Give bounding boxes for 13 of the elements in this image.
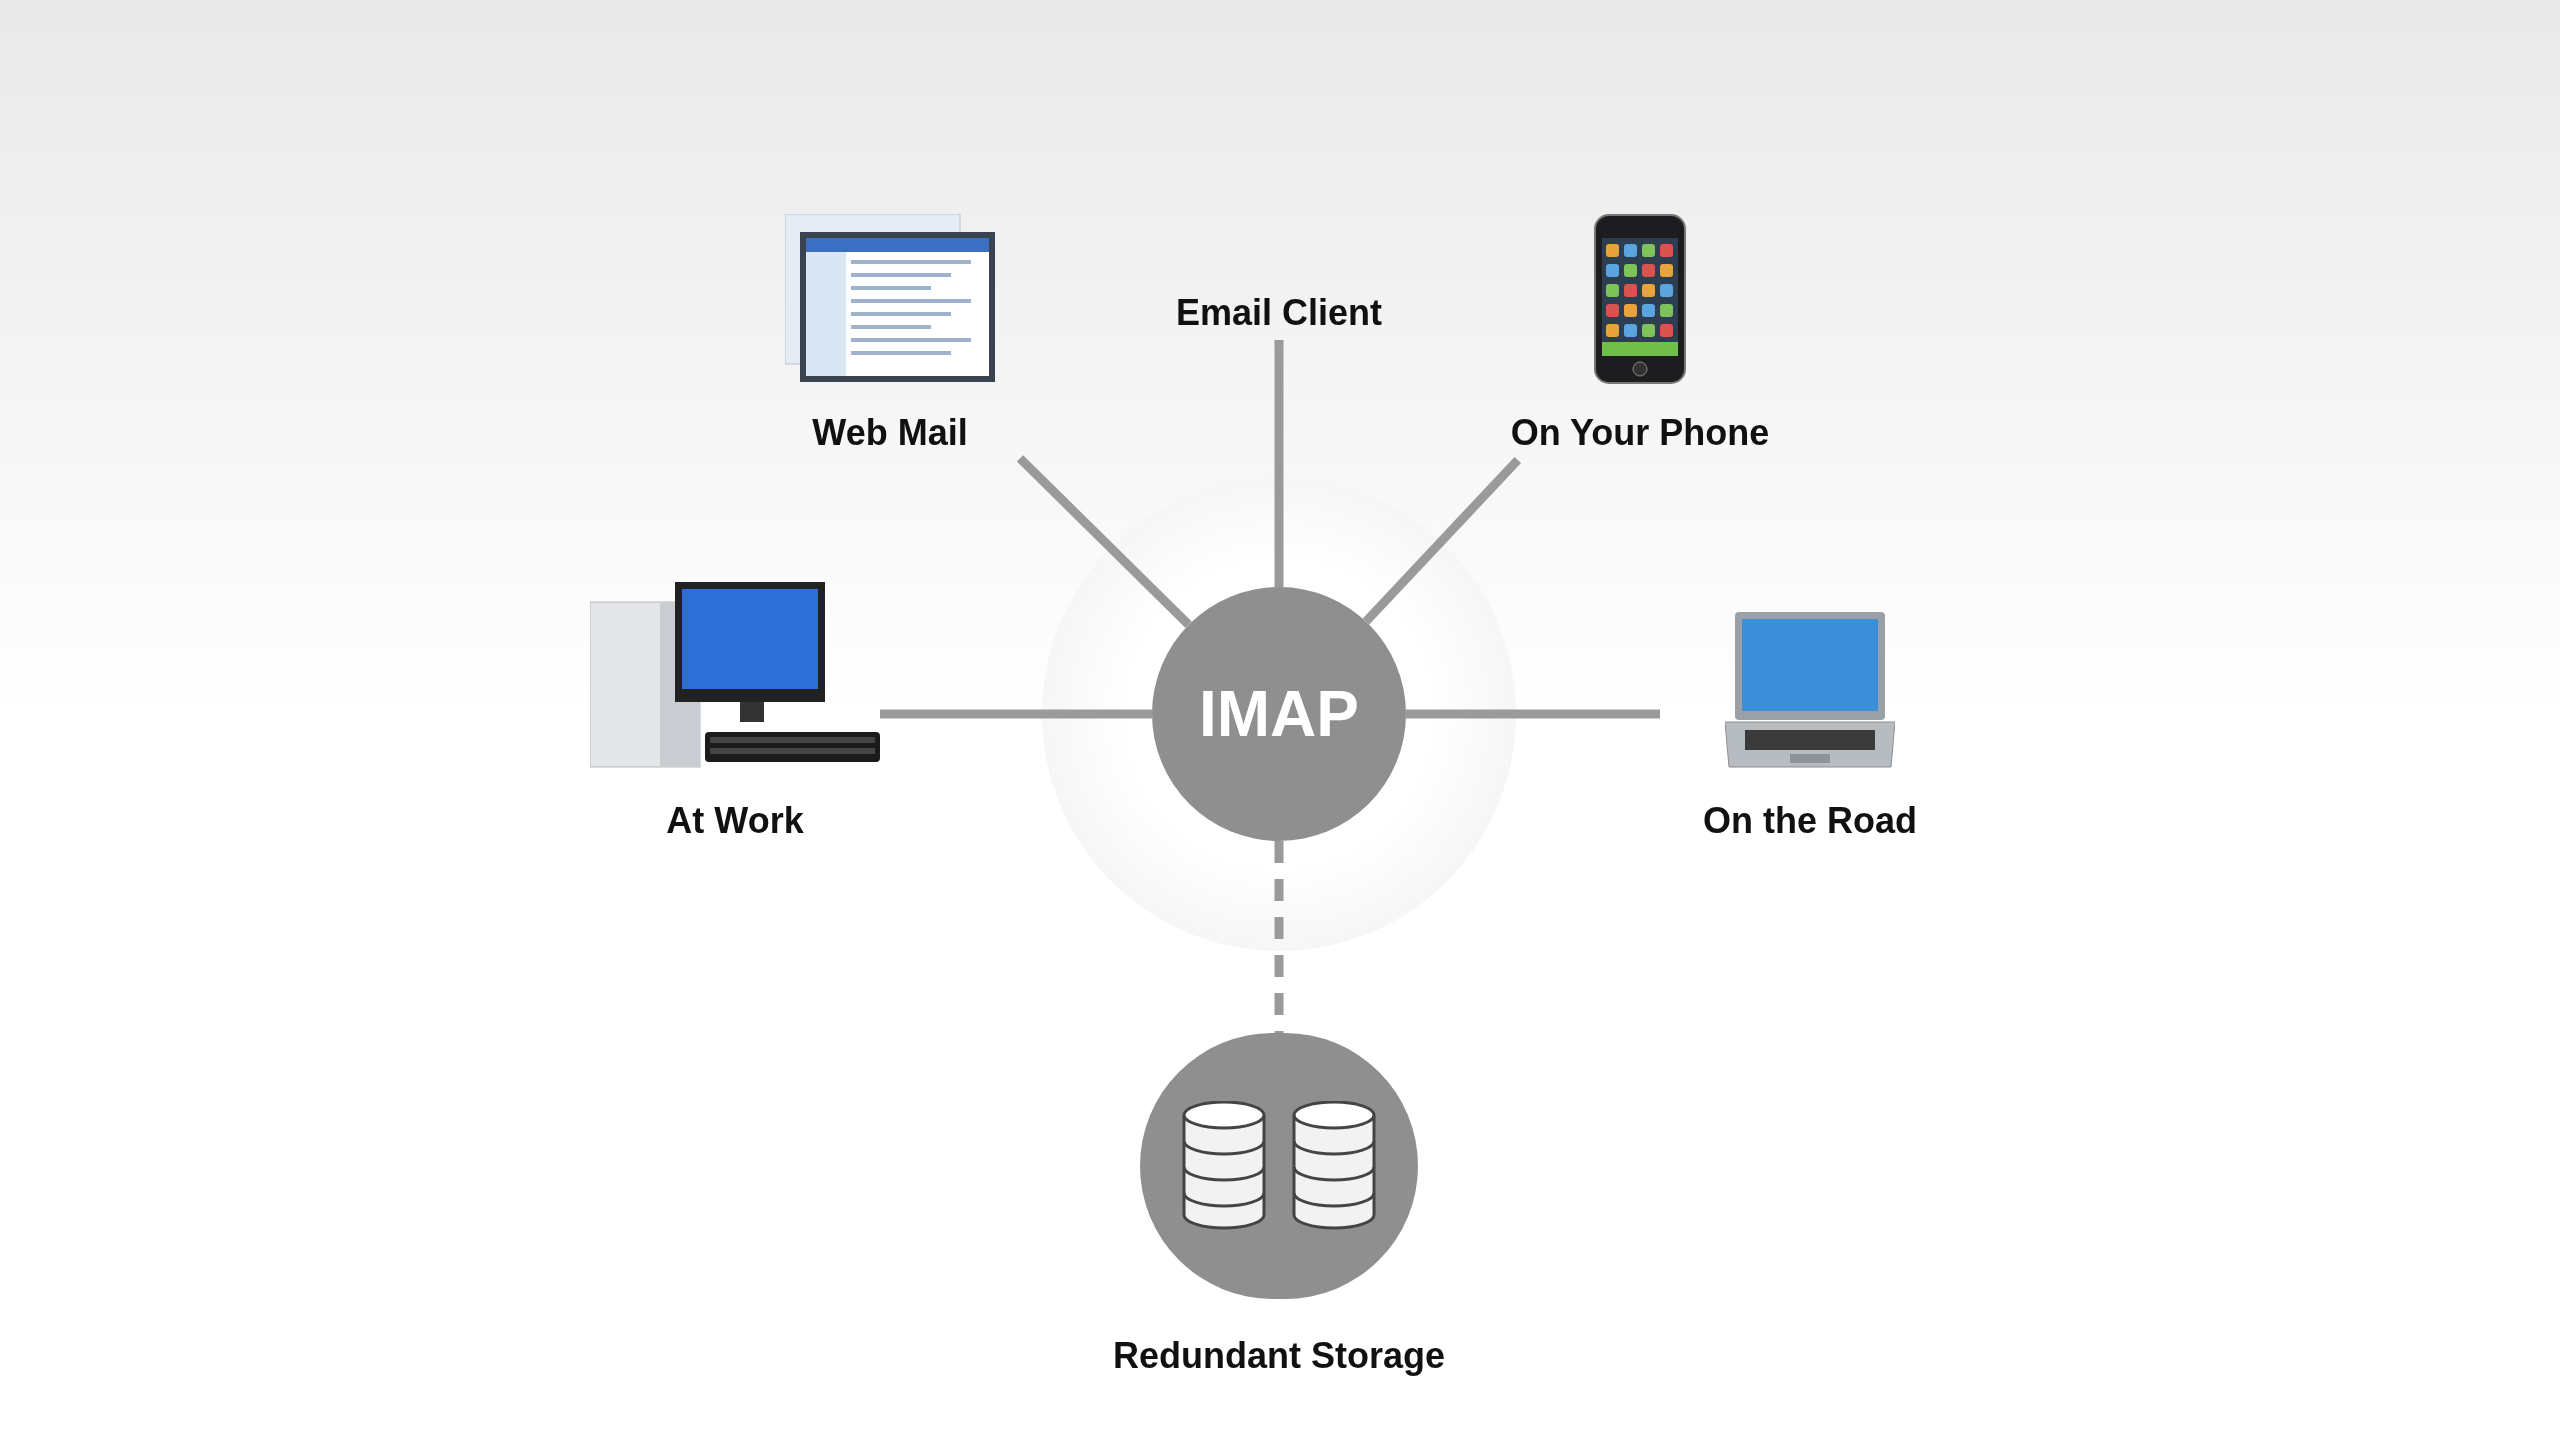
node-label: Redundant Storage bbox=[1113, 1334, 1445, 1378]
connector-line bbox=[1362, 456, 1522, 625]
connector-line bbox=[1406, 709, 1660, 719]
connector-line bbox=[880, 709, 1152, 719]
connector-line bbox=[1274, 340, 1284, 587]
hub-label: IMAP bbox=[1199, 677, 1359, 752]
node-label: Email Client bbox=[1175, 291, 1383, 335]
node-label: At Work bbox=[666, 799, 804, 843]
node-label: On Your Phone bbox=[1510, 411, 1770, 455]
node-label: Web Mail bbox=[812, 411, 968, 455]
connector-line bbox=[1274, 841, 1284, 1033]
connector-line bbox=[1016, 455, 1192, 628]
node-label: On the Road bbox=[1703, 799, 1917, 843]
